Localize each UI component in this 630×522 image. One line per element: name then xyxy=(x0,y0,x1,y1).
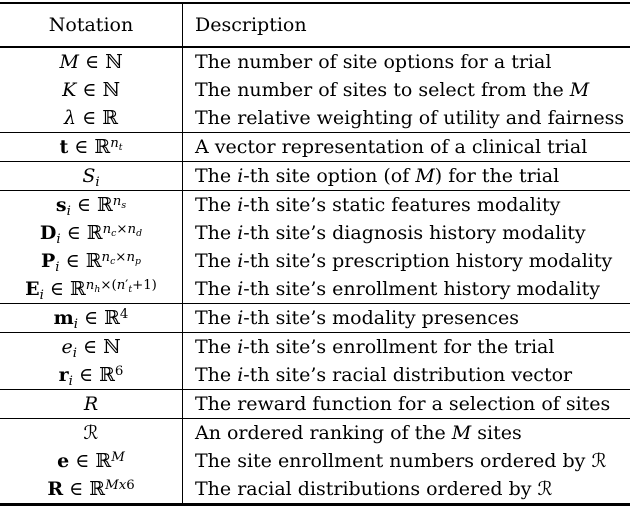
notation-cell: R xyxy=(0,390,183,419)
description-cell: The i-th site’s static features modality xyxy=(183,191,630,220)
notation-cell: e ∈ ℝM xyxy=(0,447,183,475)
header-row: Notation Description xyxy=(0,3,630,47)
description-cell: The number of sites to select from the M xyxy=(183,76,630,104)
table-row: Ei ∈ ℝnh×(n′t+1)The i-th site’s enrollme… xyxy=(0,275,630,304)
header-description: Description xyxy=(183,3,630,47)
notation-cell: ei ∈ ℕ xyxy=(0,333,183,362)
notation-cell: ℛ xyxy=(0,419,183,448)
description-cell: The i-th site’s modality presences xyxy=(183,304,630,333)
description-cell: The i-th site’s racial distribution vect… xyxy=(183,361,630,390)
notation-cell: R ∈ ℝMx6 xyxy=(0,475,183,505)
notation-cell: t ∈ ℝnt xyxy=(0,133,183,162)
description-cell: The i-th site’s enrollment for the trial xyxy=(183,333,630,362)
description-cell: The relative weighting of utility and fa… xyxy=(183,104,630,133)
description-cell: The site enrollment numbers ordered by ℛ xyxy=(183,447,630,475)
notation-cell: mi ∈ ℝ4 xyxy=(0,304,183,333)
description-cell: A vector representation of a clinical tr… xyxy=(183,133,630,162)
notation-cell: λ ∈ ℝ xyxy=(0,104,183,133)
description-cell: The i-th site’s prescription history mod… xyxy=(183,247,630,275)
table-header: Notation Description xyxy=(0,3,630,47)
description-cell: The racial distributions ordered by ℛ xyxy=(183,475,630,505)
notation-cell: M ∈ ℕ xyxy=(0,47,183,76)
description-cell: The i-th site option (of M) for the tria… xyxy=(183,162,630,191)
notation-cell: Di ∈ ℝnc×nd xyxy=(0,219,183,247)
description-cell: The reward function for a selection of s… xyxy=(183,390,630,419)
header-notation: Notation xyxy=(0,3,183,47)
notation-cell: Ei ∈ ℝnh×(n′t+1) xyxy=(0,275,183,304)
description-cell: The i-th site’s diagnosis history modali… xyxy=(183,219,630,247)
notation-cell: si ∈ ℝns xyxy=(0,191,183,220)
description-cell: An ordered ranking of the M sites xyxy=(183,419,630,448)
description-cell: The i-th site’s enrollment history modal… xyxy=(183,275,630,304)
notation-cell: Si xyxy=(0,162,183,191)
notation-cell: Pi ∈ ℝnc×np xyxy=(0,247,183,275)
description-cell: The number of site options for a trial xyxy=(183,47,630,76)
notation-cell: K ∈ ℕ xyxy=(0,76,183,104)
notation-cell: ri ∈ ℝ6 xyxy=(0,361,183,390)
